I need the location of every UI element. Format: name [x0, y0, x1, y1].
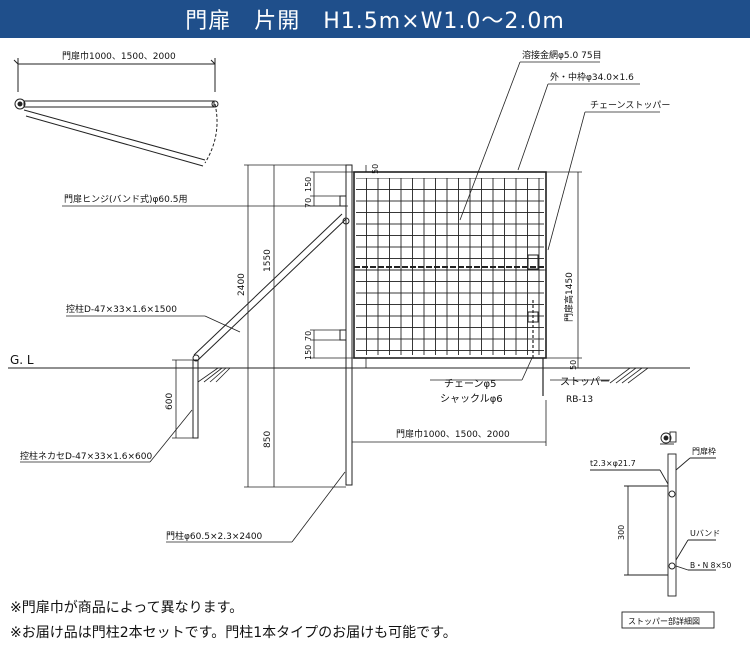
dim-150-top: 150: [304, 177, 313, 192]
frame-label: 外・中枠φ34.0×1.6: [550, 71, 634, 83]
ground-hatch: [197, 367, 649, 384]
detail-bolt-label: B・N 8×50: [690, 561, 731, 570]
note-1: ※門扉巾が商品によって異なります。: [10, 600, 244, 616]
rb-label: RB-13: [566, 395, 593, 405]
leader-lines: [20, 61, 660, 543]
plan-width-label: 門扉巾1000、1500、2000: [62, 50, 176, 62]
dim-2400: 2400: [237, 273, 247, 296]
stopper-label: ストッパー: [560, 376, 610, 388]
chain-label: チェーンφ5: [444, 378, 496, 390]
gl-label: G. L: [10, 353, 34, 367]
dim-50-top: 50: [371, 164, 380, 174]
shackle-label: シャックルφ6: [440, 393, 503, 405]
dim-600: 600: [165, 393, 175, 410]
dim-70-top: 70: [304, 198, 313, 208]
detail-title: ストッパー部詳細図: [628, 616, 700, 626]
detail-pin-label: t2.3×φ21.7: [590, 459, 636, 468]
hinge-label: 門扉ヒンジ(バンド式)φ60.5用: [64, 193, 187, 205]
detail-uband-label: Uバンド: [690, 529, 720, 538]
detail-frame-label: 門扉枠: [692, 446, 716, 456]
chain-stopper-label: チェーンストッパー: [590, 100, 670, 111]
anchor-label: 控柱ネカセD-47×33×1.6×600: [20, 450, 152, 462]
dim-70-bot: 70: [304, 331, 313, 341]
detail-300: 300: [617, 525, 626, 540]
plan-view: [13, 58, 219, 167]
gate-elevation: [339, 164, 547, 486]
title-bar: 門扉 片開 H1.5m×W1.0〜2.0m: [0, 0, 750, 38]
dimension-lines: [172, 164, 582, 488]
strut: [192, 213, 350, 439]
dim-1550: 1550: [263, 249, 273, 272]
gate-height-label: 門扉高1450: [563, 272, 575, 322]
bottom-width-label: 門扉巾1000、1500、2000: [396, 428, 510, 440]
stopper-detail: [590, 431, 716, 629]
dim-50-bot: 50: [569, 360, 578, 370]
dim-850: 850: [263, 431, 273, 448]
mesh-label: 溶接金網φ5.0 75目: [522, 49, 602, 61]
technical-drawing: 門扉巾1000、1500、2000 G. L: [8, 49, 731, 629]
post-label: 門柱φ60.5×2.3×2400: [166, 530, 263, 542]
note-2: ※お届け品は門柱2本セットです。門柱1本タイプのお届けも可能です。: [10, 625, 457, 641]
page-title: 門扉 片開 H1.5m×W1.0〜2.0m: [185, 9, 565, 34]
dim-150-bot: 150: [304, 345, 313, 360]
strut-label: 控柱D-47×33×1.6×1500: [66, 303, 177, 315]
